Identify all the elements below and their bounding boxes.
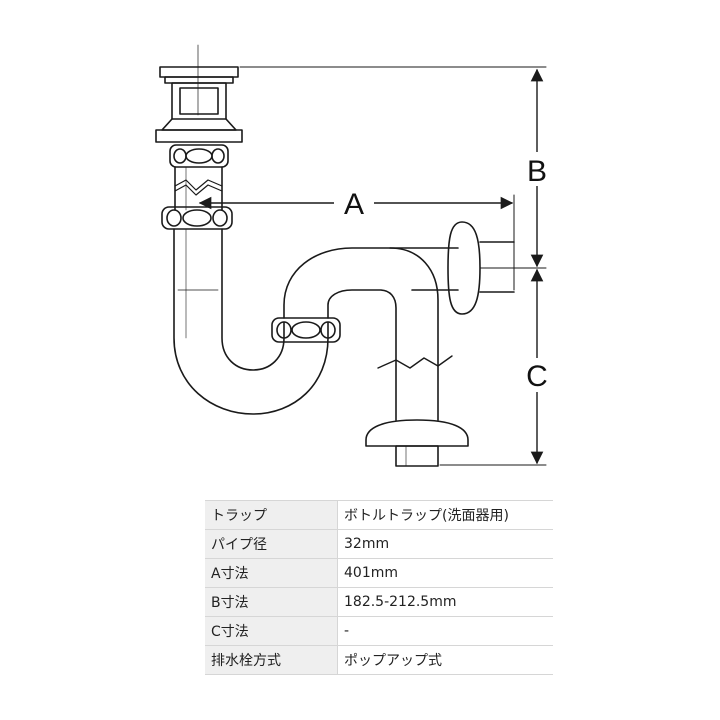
trap-dimension-diagram: A B C <box>155 44 548 467</box>
u-bend-slip-nut <box>271 317 341 343</box>
dimension-b-label: B <box>527 155 547 188</box>
trap-u-bend <box>173 228 329 415</box>
wall-flange <box>447 221 515 315</box>
spec-value: 32mm <box>337 529 553 559</box>
spec-key: 排水栓方式 <box>205 645 338 675</box>
table-row: B寸法 182.5-212.5mm <box>205 587 553 617</box>
table-row: トラップ ボトルトラップ(洗面器用) <box>205 500 553 530</box>
table-row: パイプ径 32mm <box>205 529 553 559</box>
upper-lock-nut <box>169 144 229 168</box>
spec-table: トラップ ボトルトラップ(洗面器用) パイプ径 32mm A寸法 401mm B… <box>205 500 553 675</box>
table-row: 排水栓方式 ポップアップ式 <box>205 645 553 675</box>
drain-tailpiece <box>174 166 223 211</box>
dimension-c-label: C <box>526 360 548 393</box>
spec-key: A寸法 <box>205 558 338 588</box>
spec-value: - <box>337 616 553 646</box>
trap-return-bend <box>283 247 459 421</box>
pipe-break-mark <box>377 355 453 369</box>
tailpiece-slip-nut <box>161 206 233 230</box>
spec-key: パイプ径 <box>205 529 338 559</box>
spec-key: C寸法 <box>205 616 338 646</box>
spec-key: B寸法 <box>205 587 338 617</box>
table-row: A寸法 401mm <box>205 558 553 588</box>
spec-value: 182.5-212.5mm <box>337 587 553 617</box>
spec-value: 401mm <box>337 558 553 588</box>
table-row: C寸法 - <box>205 616 553 646</box>
spec-key: トラップ <box>205 500 338 530</box>
popup-drain-head <box>155 66 243 143</box>
spec-value: ポップアップ式 <box>337 645 553 675</box>
floor-flange <box>365 419 469 467</box>
spec-value: ボトルトラップ(洗面器用) <box>337 500 553 530</box>
dimension-a-label: A <box>344 188 364 221</box>
